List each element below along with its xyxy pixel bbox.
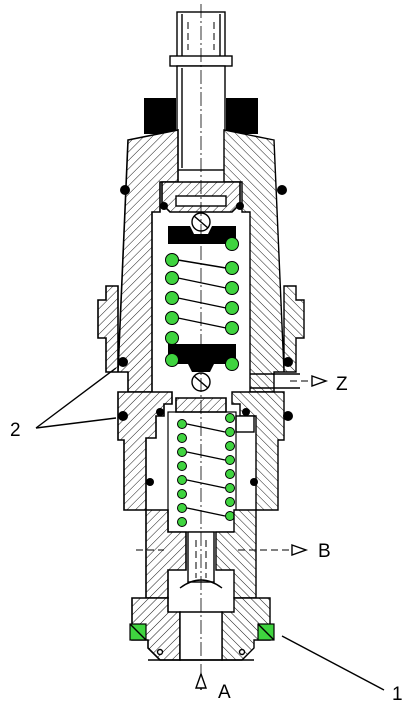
port-b <box>136 544 309 556</box>
lock-nut <box>144 98 258 134</box>
port-a <box>195 671 207 690</box>
lower-spring-seat <box>168 344 236 372</box>
label-b: B <box>318 541 331 562</box>
port-z <box>250 373 329 389</box>
leader-lines <box>35 367 385 691</box>
bottom-nozzle <box>131 579 271 661</box>
label-2: 2 <box>10 420 21 441</box>
upper-housing <box>97 129 305 393</box>
main-spring <box>165 237 239 371</box>
label-a: A <box>218 682 231 703</box>
label-1: 1 <box>392 684 403 705</box>
pilot-spring <box>167 411 237 533</box>
o-rings <box>118 185 293 486</box>
bottom-seal <box>129 623 275 641</box>
upper-spring-seat <box>168 226 236 244</box>
label-z: Z <box>336 374 348 395</box>
